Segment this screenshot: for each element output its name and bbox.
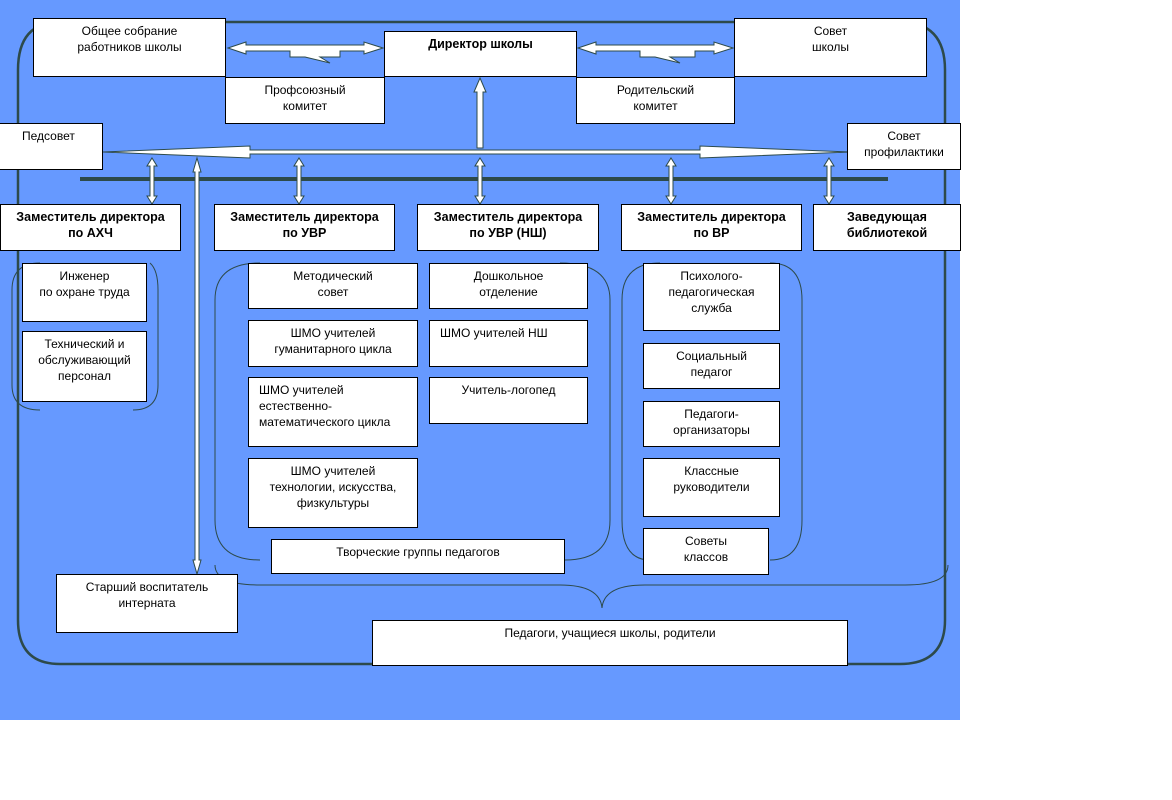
deputy-uvr-ns-label: Заместитель директора по УВР (НШ) (433, 210, 583, 240)
deputy-ahch-box: Заместитель директора по АХЧ (0, 204, 181, 251)
deputy-uvr-box: Заместитель директора по УВР (214, 204, 395, 251)
shmo-science-box: ШМО учителей естественно- математическог… (248, 377, 418, 447)
shmo-tech-box: ШМО учителей технологии, искусства, физк… (248, 458, 418, 528)
deputy-vr-box: Заместитель директора по ВР (621, 204, 802, 251)
parent-committee-label: Родительский комитет (616, 83, 695, 113)
boarding-educator-box: Старший воспитатель интерната (56, 574, 238, 633)
director-label: Директор школы (428, 37, 533, 51)
organizers-label: Педагоги- организаторы (673, 407, 750, 437)
general-meeting-box: Общее собрание работников школы (33, 18, 226, 77)
outer-frame (16, 20, 947, 666)
director-box: Директор школы (384, 31, 577, 77)
diagram-canvas: Общее собрание работников школы Директор… (0, 0, 961, 720)
speech-therapist-label: Учитель-логопед (461, 383, 556, 397)
prevention-council-box: Совет профилактики (847, 123, 961, 170)
prevention-council-label: Совет профилактики (864, 129, 944, 159)
social-teacher-box: Социальный педагог (643, 343, 780, 389)
method-council-label: Методический совет (293, 269, 373, 299)
creative-groups-box: Творческие группы педагогов (271, 539, 565, 574)
shmo-humanities-label: ШМО учителей гуманитарного цикла (274, 326, 392, 356)
shmo-humanities-box: ШМО учителей гуманитарного цикла (248, 320, 418, 367)
class-councils-label: Советы классов (683, 534, 729, 564)
shmo-primary-box: ШМО учителей НШ (429, 320, 588, 367)
psych-service-label: Психолого- педагогическая служба (668, 269, 755, 315)
creative-groups-label: Творческие группы педагогов (336, 545, 500, 559)
boarding-educator-label: Старший воспитатель интерната (85, 580, 209, 610)
group-brackets (11, 262, 949, 609)
pedsovet-label: Педсовет (22, 129, 75, 143)
librarian-label: Заведующая библиотекой (846, 210, 928, 240)
left-vertical-arrow (192, 156, 202, 576)
stakeholders-label: Педагоги, учащиеся школы, родители (504, 626, 716, 640)
trade-union-label: Профсоюзный комитет (264, 83, 346, 113)
trade-union-box: Профсоюзный комитет (225, 77, 385, 124)
shmo-primary-label: ШМО учителей НШ (440, 326, 548, 340)
engineer-label: Инженер по охране труда (39, 269, 130, 299)
tech-staff-box: Технический и обслуживающий персонал (22, 331, 147, 402)
social-teacher-label: Социальный педагог (676, 349, 747, 379)
class-teachers-box: Классные руководители (643, 458, 780, 517)
tech-staff-label: Технический и обслуживающий персонал (38, 337, 131, 383)
method-council-box: Методический совет (248, 263, 418, 309)
top-arrows (226, 41, 735, 64)
deputy-ahch-label: Заместитель директора по АХЧ (16, 210, 165, 240)
psych-service-box: Психолого- педагогическая служба (643, 263, 780, 331)
director-up-arrow (473, 76, 487, 149)
organizers-box: Педагоги- организаторы (643, 401, 780, 447)
general-meeting-label: Общее собрание работников школы (77, 24, 182, 54)
preschool-label: Дошкольное отделение (473, 269, 544, 299)
deputy-vr-label: Заместитель директора по ВР (637, 210, 786, 240)
parent-committee-box: Родительский комитет (576, 77, 735, 124)
librarian-box: Заведующая библиотекой (813, 204, 961, 251)
deputy-uvr-label: Заместитель директора по УВР (230, 210, 379, 240)
stakeholders-box: Педагоги, учащиеся школы, родители (372, 620, 848, 666)
school-council-label: Совет школы (811, 24, 850, 54)
connector-lines (11, 20, 949, 666)
engineer-box: Инженер по охране труда (22, 263, 147, 322)
deputy-uvr-ns-box: Заместитель директора по УВР (НШ) (417, 204, 599, 251)
shmo-science-label: ШМО учителей естественно- математическог… (259, 383, 391, 429)
class-councils-box: Советы классов (643, 528, 769, 575)
school-council-box: Совет школы (734, 18, 927, 77)
preschool-box: Дошкольное отделение (429, 263, 588, 309)
class-teachers-label: Классные руководители (673, 464, 750, 494)
pedsovet-box: Педсовет (0, 123, 103, 170)
speech-therapist-box: Учитель-логопед (429, 377, 588, 424)
shmo-tech-label: ШМО учителей технологии, искусства, физк… (269, 464, 397, 510)
